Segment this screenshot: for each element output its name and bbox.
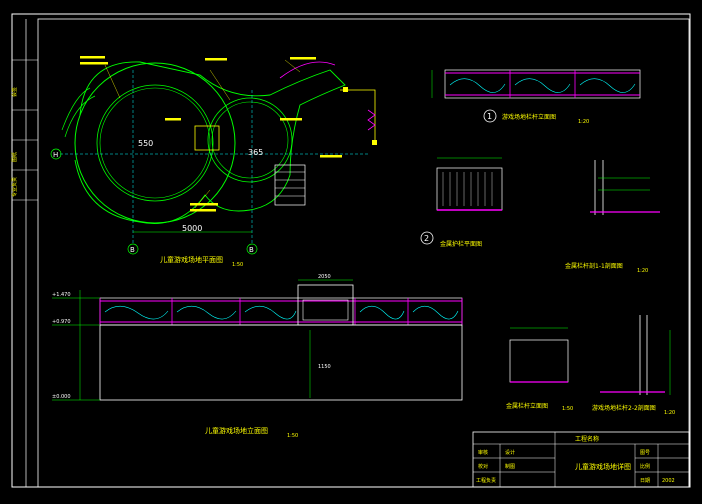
plan-scale: 1:50 <box>232 262 243 268</box>
elev-dim-1150: 1150 <box>318 364 331 370</box>
tb-date: 日期 <box>640 478 650 484</box>
sidebar-label-1: 会签 <box>11 87 18 97</box>
inner-frame <box>37 18 690 488</box>
tb-engineer: 工程负责 <box>476 477 496 484</box>
plan-title: 儿童游戏场地平面图 <box>160 255 223 264</box>
title-block: 工程名称 儿童游戏场地详图 审核 设计 图号 校对 制图 比例 工程负责 日期 … <box>472 431 690 488</box>
section2-title: 游戏场地栏杆2-2剖面图 <box>592 404 656 412</box>
front-elevation: 2050 1150 +1.470 +0.970 ±0.000 儿童游戏场地立面图… <box>52 274 463 439</box>
section-1-1: 金属栏杆剖1-1剖面图 1:20 <box>565 160 660 274</box>
title-block-project: 工程名称 <box>575 435 599 443</box>
tb-check: 校对 <box>478 463 488 470</box>
plan-view: 5000 550 365 H B B 儿童游戏场地平面图 1:50 <box>50 56 377 268</box>
tb-draft: 制图 <box>505 463 515 470</box>
small-elev-title: 金属栏杆立面图 <box>506 402 548 410</box>
metal-fence-detail: 2 金属护栏平面图 <box>420 157 503 248</box>
detail-number-2: 2 <box>424 234 429 243</box>
small-elevation: 金属栏杆立面图 1:50 <box>506 327 573 412</box>
tb-scale: 比例 <box>640 463 650 470</box>
plan-dim-a: 550 <box>138 139 153 148</box>
small-elev-scale: 1:50 <box>562 406 573 412</box>
detail1-title: 游戏场地栏杆立面图 <box>502 113 556 121</box>
detail-number-1: 1 <box>487 112 492 121</box>
section-2-2: 游戏场地栏杆2-2剖面图 1:20 <box>592 315 675 416</box>
section-title: 金属栏杆剖1-1剖面图 <box>565 262 623 270</box>
level-bottom: ±0.000 <box>52 394 71 400</box>
level-top: +1.470 <box>52 292 71 298</box>
front-elev-title: 儿童游戏场地立面图 <box>205 426 268 435</box>
section-scale: 1:20 <box>637 268 648 274</box>
plan-dim-b: 365 <box>248 148 263 157</box>
detail1-scale: 1:20 <box>578 119 589 125</box>
elev-dim-2050: 2050 <box>318 274 331 280</box>
sidebar-label-3: 专业负责 <box>11 177 18 197</box>
plan-dim-width: 5000 <box>182 224 202 233</box>
grid-bubble-h: H <box>53 151 58 159</box>
section2-scale: 1:20 <box>664 410 675 416</box>
grid-bubble-b: B <box>130 246 135 254</box>
railing-elevation-detail: 1 游戏场地栏杆立面图 1:20 <box>431 69 641 125</box>
tb-drawing-no: 图号 <box>640 450 650 456</box>
front-elev-scale: 1:50 <box>287 433 298 439</box>
left-sidebar: 会签 图纸 专业负责 <box>11 19 38 487</box>
level-mid: +0.970 <box>52 319 71 325</box>
grid-bubble-b2: B <box>249 246 254 254</box>
sidebar-label-2: 图纸 <box>11 152 18 162</box>
tb-design: 设计 <box>505 449 515 456</box>
tb-year: 2002 <box>662 478 675 484</box>
detail2-title: 金属护栏平面图 <box>440 240 482 248</box>
title-block-drawing-name: 儿童游戏场地详图 <box>575 462 631 471</box>
plan-stair <box>274 164 306 206</box>
tb-review: 审核 <box>478 449 488 456</box>
